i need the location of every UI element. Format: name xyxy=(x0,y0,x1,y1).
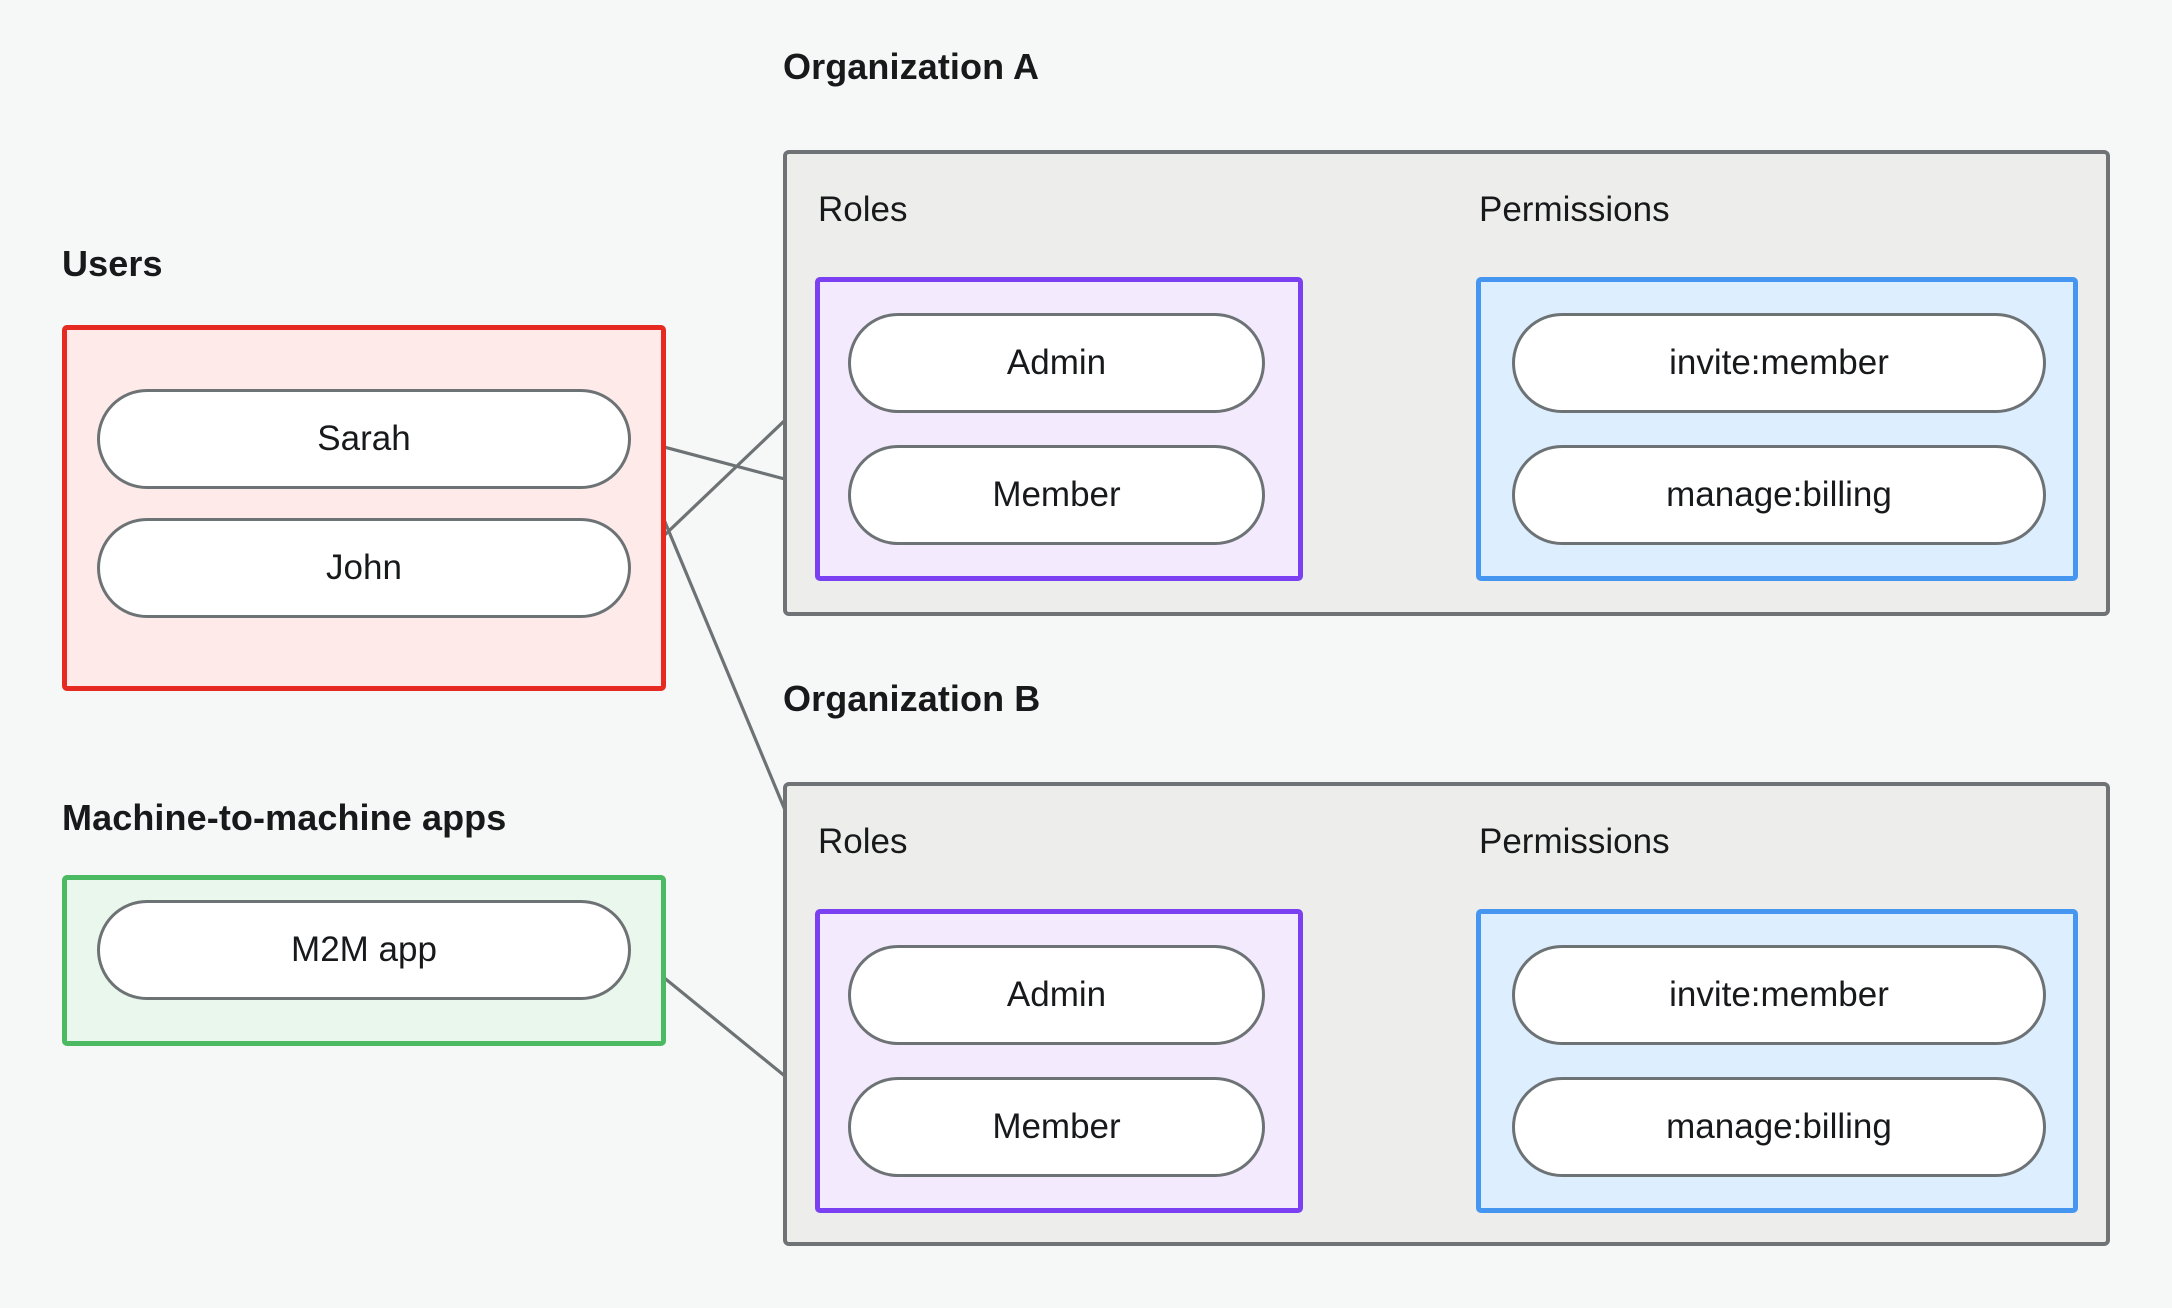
org-b-roles-title: Roles xyxy=(818,822,908,861)
org-a-permissions-title: Permissions xyxy=(1479,190,1670,229)
org-b-role-pill-admin[interactable]: Admin xyxy=(848,945,1265,1045)
org-a-role-pill-admin[interactable]: Admin xyxy=(848,313,1265,413)
org-b-permission-pill-manage-billing[interactable]: manage:billing xyxy=(1512,1077,2046,1177)
org-b-permission-pill-invite-member[interactable]: invite:member xyxy=(1512,945,2046,1045)
org-a-role-pill-member[interactable]: Member xyxy=(848,445,1265,545)
org-a-permission-pill-manage-billing[interactable]: manage:billing xyxy=(1512,445,2046,545)
users-group-box xyxy=(62,325,666,691)
org-b-role-pill-member[interactable]: Member xyxy=(848,1077,1265,1177)
org-a-permission-pill-invite-member[interactable]: invite:member xyxy=(1512,313,2046,413)
org-a-caption: Organization A xyxy=(783,46,1040,87)
users-caption: Users xyxy=(62,243,163,284)
org-b-permissions-title: Permissions xyxy=(1479,822,1670,861)
m2m-caption: Machine-to-machine apps xyxy=(62,797,507,838)
user-pill-john[interactable]: John xyxy=(97,518,631,618)
m2m-pill-app[interactable]: M2M app xyxy=(97,900,631,1000)
org-a-roles-title: Roles xyxy=(818,190,908,229)
user-pill-sarah[interactable]: Sarah xyxy=(97,389,631,489)
org-b-caption: Organization B xyxy=(783,678,1041,719)
